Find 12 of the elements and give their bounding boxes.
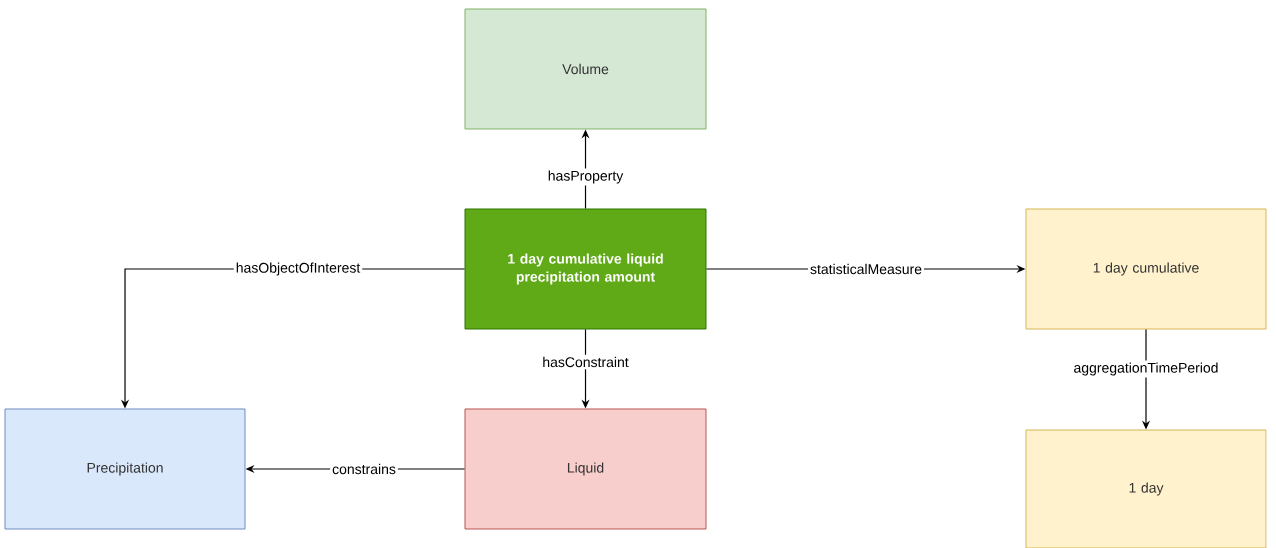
property-box: Volume bbox=[464, 8, 707, 130]
constraint-box: Liquid bbox=[464, 408, 707, 530]
measure-box: 1 day cumulative bbox=[1025, 208, 1267, 330]
edge-label: hasObjectOfInterest bbox=[233, 260, 363, 278]
object-box: Precipitation bbox=[4, 408, 246, 530]
variable-box: 1 day cumulative liquid precipitation amount bbox=[464, 208, 707, 330]
period-box: 1 day bbox=[1025, 429, 1267, 548]
edge-label: aggregationTimePeriod bbox=[1071, 360, 1221, 378]
edge-label: hasConstraint bbox=[540, 354, 631, 370]
edge-label: hasProperty bbox=[545, 168, 626, 186]
edge-label: constrains bbox=[330, 461, 398, 477]
edge-label: statisticalMeasure bbox=[808, 261, 925, 277]
